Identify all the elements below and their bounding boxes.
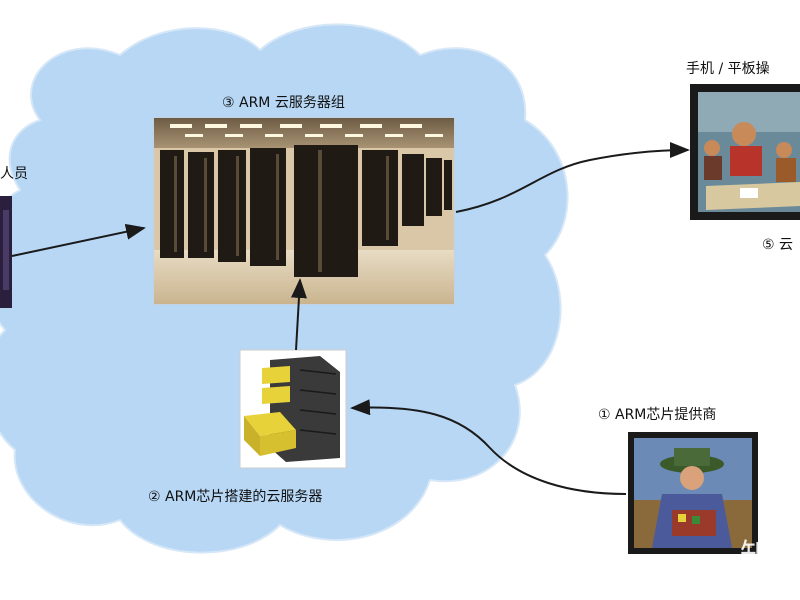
developer-icon	[0, 196, 12, 308]
connectors	[11, 142, 690, 495]
chip-supplier-label: ① ARM芯片提供商	[598, 407, 717, 423]
file-cabinet-icon	[239, 349, 347, 469]
arrow-servers-to-mobile	[455, 142, 690, 213]
farmer-icon	[628, 432, 758, 554]
cloud-service-label: ⑤ 云	[762, 237, 794, 253]
chip-cloud-server-label: ② ARM芯片搭建的云服务器	[148, 489, 323, 505]
meeting-icon	[690, 84, 800, 220]
server-group-label: ③ ARM 云服务器组	[222, 95, 345, 111]
arrow-developer-to-servers	[11, 223, 146, 257]
left-person-label: 人员	[0, 166, 28, 182]
arrow-cabinet-to-servers	[290, 278, 307, 351]
server-room-photo	[153, 117, 455, 305]
watermark: 知乎	[740, 538, 800, 573]
arrow-supplier-to-cabinet	[350, 399, 627, 495]
mobile-label: 手机 / 平板操	[686, 61, 770, 77]
